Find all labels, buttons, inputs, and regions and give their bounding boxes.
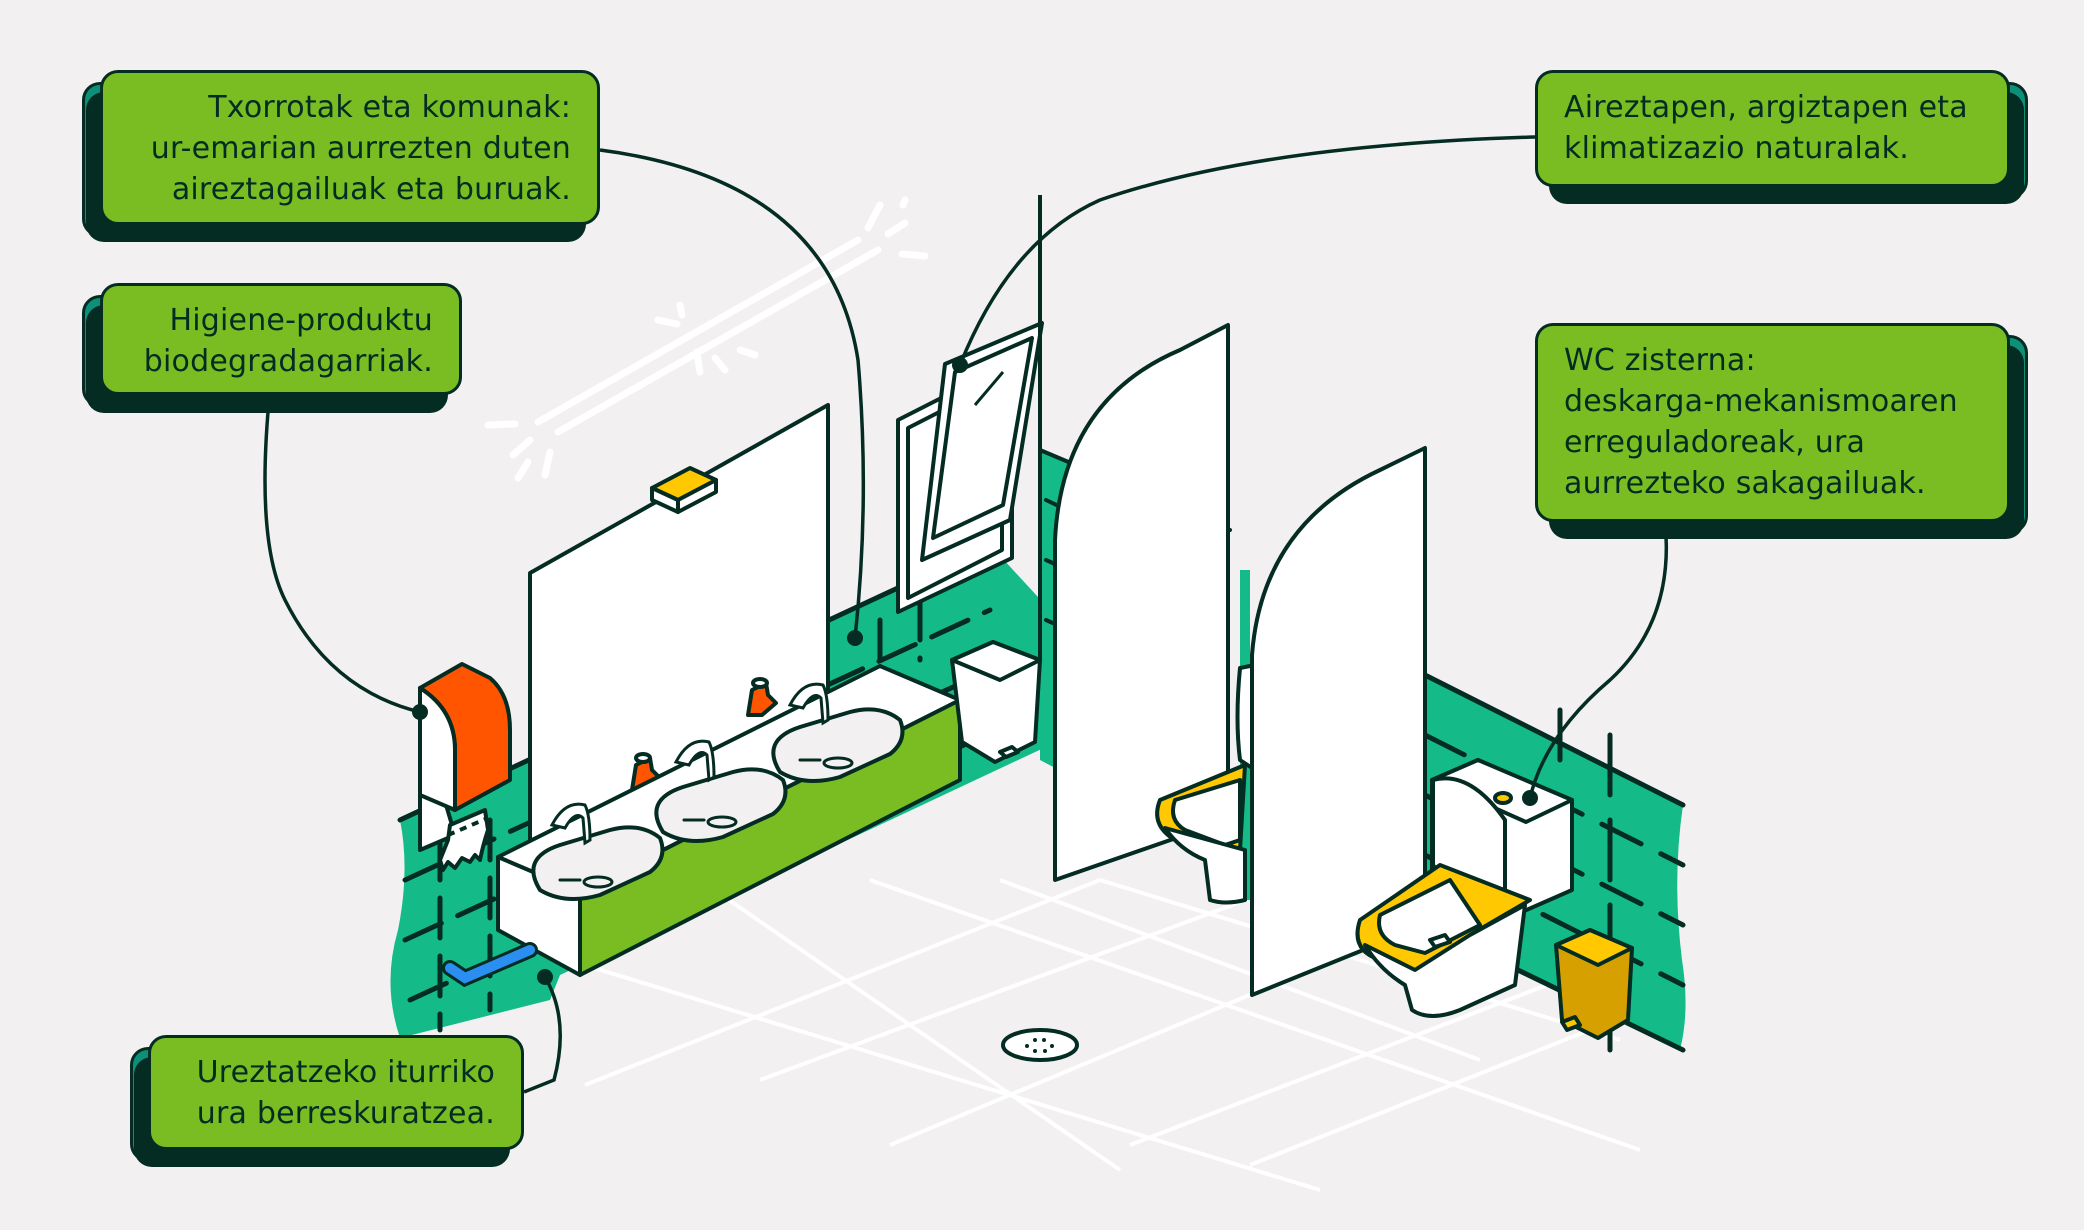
callout-line: ura berreskuratzea.	[196, 1096, 495, 1131]
callout-line: WC zisterna:	[1564, 343, 1756, 378]
mirror-light-icon	[650, 466, 718, 514]
floor-drain	[1001, 1028, 1079, 1062]
drain-pipe-icon	[442, 942, 538, 988]
paper-towel-dispenser-icon	[418, 662, 512, 872]
callout-text: WC zisterna: deskarga-mekanismoaren erre…	[1535, 323, 2010, 522]
stall-partition	[1250, 446, 1427, 997]
callout-line: deskarga-mekanismoaren	[1564, 384, 1958, 419]
pedal-bin-icon	[1554, 928, 1634, 1040]
callout-wc-cistern: WC zisterna: deskarga-mekanismoaren erre…	[1535, 323, 2028, 539]
callout-line: ur-emarian aurrezten duten	[150, 131, 571, 166]
stall-partition	[1053, 323, 1230, 882]
washbasins	[531, 707, 905, 901]
waste-bin-icon	[950, 640, 1042, 764]
callout-line: Ureztatzeko iturriko	[196, 1055, 495, 1090]
callout-line: Aireztapen, argiztapen eta	[1564, 90, 1968, 125]
toilet-2	[1355, 758, 1574, 1018]
callout-line: erreguladoreak, ura	[1564, 425, 1866, 460]
faucet-icon	[549, 682, 830, 846]
callout-text: Aireztapen, argiztapen eta klimatizazio …	[1535, 70, 2010, 187]
callout-line: aireztagailuak eta buruak.	[171, 172, 571, 207]
callout-text: Ureztatzeko iturriko ura berreskuratzea.	[148, 1035, 524, 1150]
callout-hygiene-products: Higiene-produktu biodegradagarriak.	[82, 283, 462, 413]
callout-line: Higiene-produktu	[169, 303, 433, 338]
callout-line: Txorrotak eta komunak:	[208, 90, 571, 125]
leader-dots	[412, 357, 1538, 985]
leader-lines	[263, 135, 1669, 1094]
callout-faucets-toilets: Txorrotak eta komunak: ur-emarian aurrez…	[82, 70, 600, 242]
toilet-1	[1155, 663, 1257, 905]
sunlight-rays	[484, 196, 929, 482]
callout-line: aurrezteko sakagailuak.	[1564, 466, 1926, 501]
window-icon	[896, 195, 1044, 660]
callout-irrigation-water: Ureztatzeko iturriko ura berreskuratzea.	[130, 1035, 524, 1167]
callout-text: Txorrotak eta komunak: ur-emarian aurrez…	[100, 70, 600, 225]
callout-text: Higiene-produktu biodegradagarriak.	[100, 283, 462, 395]
callout-line: klimatizazio naturalak.	[1564, 131, 1909, 166]
callout-line: biodegradagarriak.	[143, 344, 433, 379]
callout-natural-ventilation: Aireztapen, argiztapen eta klimatizazio …	[1535, 70, 2028, 204]
floor-tiles	[469, 878, 1641, 1192]
